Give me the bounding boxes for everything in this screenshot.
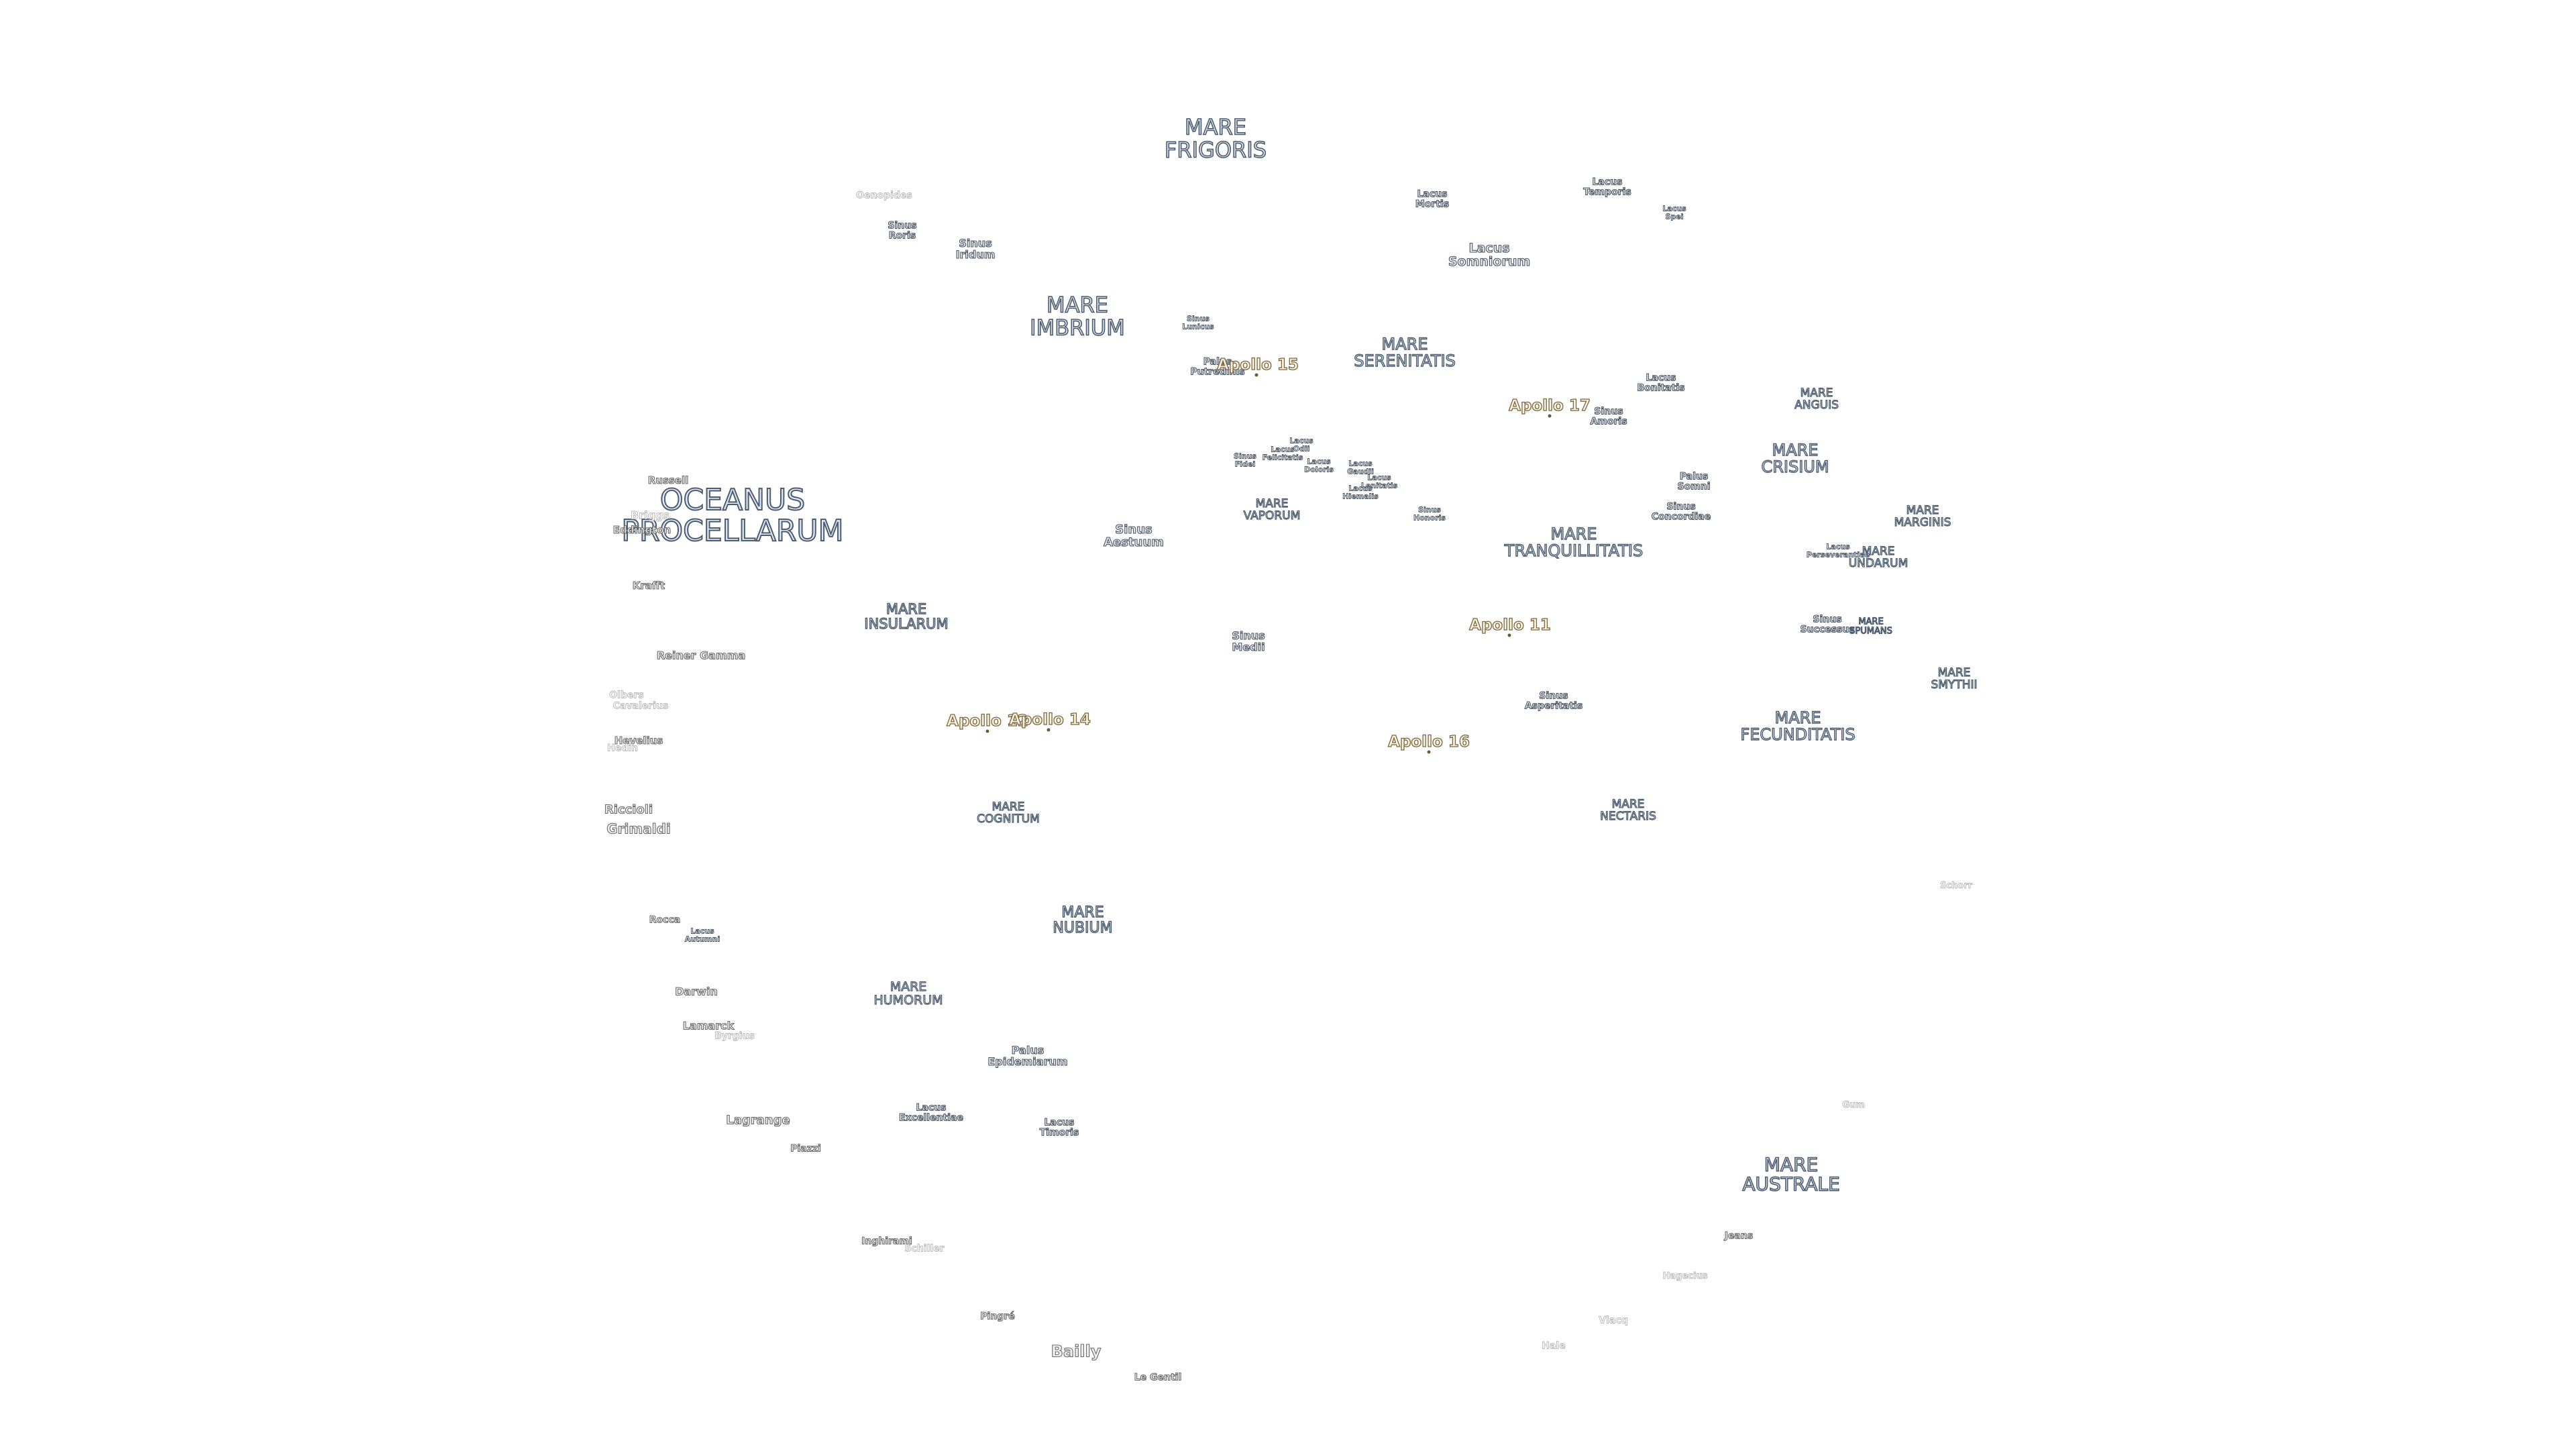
label-schiller[interactable]: Schiller: [904, 1243, 945, 1254]
label-apollo-14[interactable]: Apollo 14: [1009, 710, 1091, 729]
label-mare-australe[interactable]: MARE AUSTRALE: [1742, 1153, 1841, 1195]
label-apollo-16[interactable]: Apollo 16: [1388, 733, 1470, 751]
label-lacus-bonitatis[interactable]: Lacus Bonitatis: [1637, 372, 1685, 393]
label-inghirami[interactable]: Inghirami: [861, 1236, 913, 1247]
label-piazzi[interactable]: Piazzi: [790, 1143, 822, 1155]
label-eddington[interactable]: Eddington: [612, 524, 672, 537]
label-apollo-15[interactable]: Apollo 15: [1217, 356, 1299, 374]
label-sinus-asperitatis[interactable]: Sinus Asperitatis: [1524, 690, 1583, 711]
label-apollo-11[interactable]: Apollo 11: [1469, 616, 1552, 634]
label-sinus-concordiae[interactable]: Sinus Concordiae: [1651, 501, 1711, 522]
label-lacus-felicitatis[interactable]: Lacus Felicitatis: [1262, 445, 1303, 462]
label-mare-marginis[interactable]: MARE MARGINIS: [1894, 504, 1951, 529]
label-apollo-12[interactable]: Apollo 12: [947, 712, 1029, 730]
label-sinus-fidei[interactable]: Sinus Fidei: [1234, 451, 1257, 468]
label-mare-tranquillitatis[interactable]: MARE TRANQUILLITATIS: [1504, 524, 1644, 560]
label-lacus-perseverantiae[interactable]: Lacus Perseverantiae: [1806, 542, 1870, 559]
label-mare-smythii[interactable]: MARE SMYTHII: [1931, 666, 1978, 692]
label-lagrange[interactable]: Lagrange: [726, 1113, 791, 1128]
label-mare-crisium[interactable]: MARE CRISIUM: [1761, 440, 1830, 476]
label-riccioli[interactable]: Riccioli: [604, 802, 653, 817]
label-mare-anguis[interactable]: MARE ANGUIS: [1794, 386, 1839, 412]
apollo-11-marker[interactable]: [1507, 633, 1511, 637]
label-oenopides[interactable]: Oenopides: [856, 190, 913, 201]
label-cavalerius[interactable]: Cavalerius: [612, 700, 669, 712]
label-sinus-lunicus[interactable]: Sinus Lunicus: [1182, 314, 1214, 331]
label-lacus-spei[interactable]: Lacus Spei: [1662, 204, 1686, 221]
label-sinus-iridum[interactable]: Sinus Iridum: [955, 237, 996, 261]
label-mare-cognitum[interactable]: MARE COGNITUM: [977, 800, 1040, 826]
label-mare-undarum[interactable]: MARE UNDARUM: [1848, 545, 1909, 570]
label-grimaldi[interactable]: Grimaldi: [606, 820, 672, 837]
label-sinus-aestuum[interactable]: Sinus Aestuum: [1104, 523, 1165, 549]
label-vlacq[interactable]: Vlacq: [1599, 1315, 1628, 1326]
label-mare-frigoris[interactable]: MARE FRIGORIS: [1164, 114, 1267, 162]
label-sinus-medii[interactable]: Sinus Medii: [1232, 629, 1265, 653]
label-lacus-mortis[interactable]: Lacus Mortis: [1415, 189, 1450, 209]
label-hedin[interactable]: Hedin: [607, 743, 639, 754]
label-lacus-odii[interactable]: Lacus Odii: [1289, 436, 1313, 453]
label-lacus-somniorum[interactable]: Lacus Somniorum: [1448, 241, 1531, 269]
label-oceanus-procellarum[interactable]: OCEANUS PROCELLARUM: [621, 482, 844, 548]
label-palus-epidemiarum[interactable]: Palus Epidemiarum: [987, 1044, 1068, 1068]
label-palus-putredinis[interactable]: Palus Putredinis: [1190, 356, 1245, 377]
label-palus-somni[interactable]: Palus Somni: [1677, 471, 1711, 492]
label-olbers[interactable]: Olbers: [609, 690, 644, 701]
label-lacus-gaudii[interactable]: Lacus Gaudii: [1347, 459, 1375, 476]
label-krafft[interactable]: Krafft: [632, 580, 665, 592]
label-mare-vaporum[interactable]: MARE VAPORUM: [1243, 497, 1301, 523]
apollo-15-marker[interactable]: [1254, 373, 1258, 377]
apollo-12-marker[interactable]: [985, 729, 989, 733]
label-mare-fecunditatis[interactable]: MARE FECUNDITATIS: [1740, 708, 1856, 744]
label-sinus-honoris[interactable]: Sinus Honoris: [1413, 505, 1446, 522]
label-sinus-successus[interactable]: Sinus Successus: [1800, 614, 1855, 635]
label-apollo-17[interactable]: Apollo 17: [1509, 396, 1591, 415]
label-sinus-amoris[interactable]: Sinus Amoris: [1590, 406, 1627, 427]
label-lamarck[interactable]: Lamarck: [682, 1019, 735, 1032]
label-hale[interactable]: Hale: [1542, 1340, 1566, 1352]
label-lacus-hiemalis[interactable]: Lacus Hiemalis: [1342, 484, 1379, 500]
label-mare-insularum[interactable]: MARE INSULARUM: [864, 600, 949, 632]
label-byrgius[interactable]: Byrgius: [714, 1030, 755, 1042]
label-jeans[interactable]: Jeans: [1724, 1230, 1754, 1242]
label-schorr[interactable]: Schorr: [1939, 881, 1973, 892]
apollo-17-marker[interactable]: [1548, 414, 1552, 418]
label-briggs[interactable]: Briggs: [631, 508, 670, 522]
label-mare-serenitatis[interactable]: MARE SERENITATIS: [1354, 334, 1456, 370]
label-lacus-timoris[interactable]: Lacus Timoris: [1039, 1117, 1079, 1138]
label-mare-spumans[interactable]: MARE SPUMANS: [1849, 616, 1893, 636]
label-mare-nubium[interactable]: MARE NUBIUM: [1053, 904, 1114, 936]
label-lacus-lenitatis[interactable]: Lacus Lenitatis: [1360, 473, 1398, 490]
label-lacus-excellentiae[interactable]: Lacus Excellentiae: [899, 1102, 964, 1123]
label-mare-nectaris[interactable]: MARE NECTARIS: [1600, 798, 1657, 823]
apollo-14-marker[interactable]: [1046, 728, 1051, 732]
label-bailly[interactable]: Bailly: [1051, 1342, 1102, 1361]
label-hagecius[interactable]: Hagecius: [1662, 1271, 1708, 1282]
label-lacus-temporis[interactable]: Lacus Temporis: [1583, 176, 1632, 197]
label-le-gentil[interactable]: Le Gentil: [1134, 1372, 1182, 1383]
apollo-16-marker[interactable]: [1427, 750, 1431, 754]
label-gum[interactable]: Gum: [1842, 1100, 1865, 1111]
label-hevelius[interactable]: Hevelius: [614, 735, 663, 747]
label-reiner-gamma[interactable]: Reiner Gamma: [656, 649, 746, 662]
label-rocca[interactable]: Rocca: [649, 914, 681, 926]
label-lacus-autumni[interactable]: Lacus Autumni: [684, 926, 720, 943]
label-darwin[interactable]: Darwin: [675, 985, 718, 998]
label-mare-imbrium[interactable]: MARE IMBRIUM: [1029, 292, 1125, 340]
label-lacus-doloris[interactable]: Lacus Doloris: [1304, 457, 1334, 474]
label-pingre[interactable]: Pingré: [980, 1311, 1016, 1322]
label-mare-humorum[interactable]: MARE HUMORUM: [873, 979, 943, 1008]
label-russell[interactable]: Russell: [647, 474, 689, 487]
label-sinus-roris[interactable]: Sinus Roris: [888, 220, 917, 241]
